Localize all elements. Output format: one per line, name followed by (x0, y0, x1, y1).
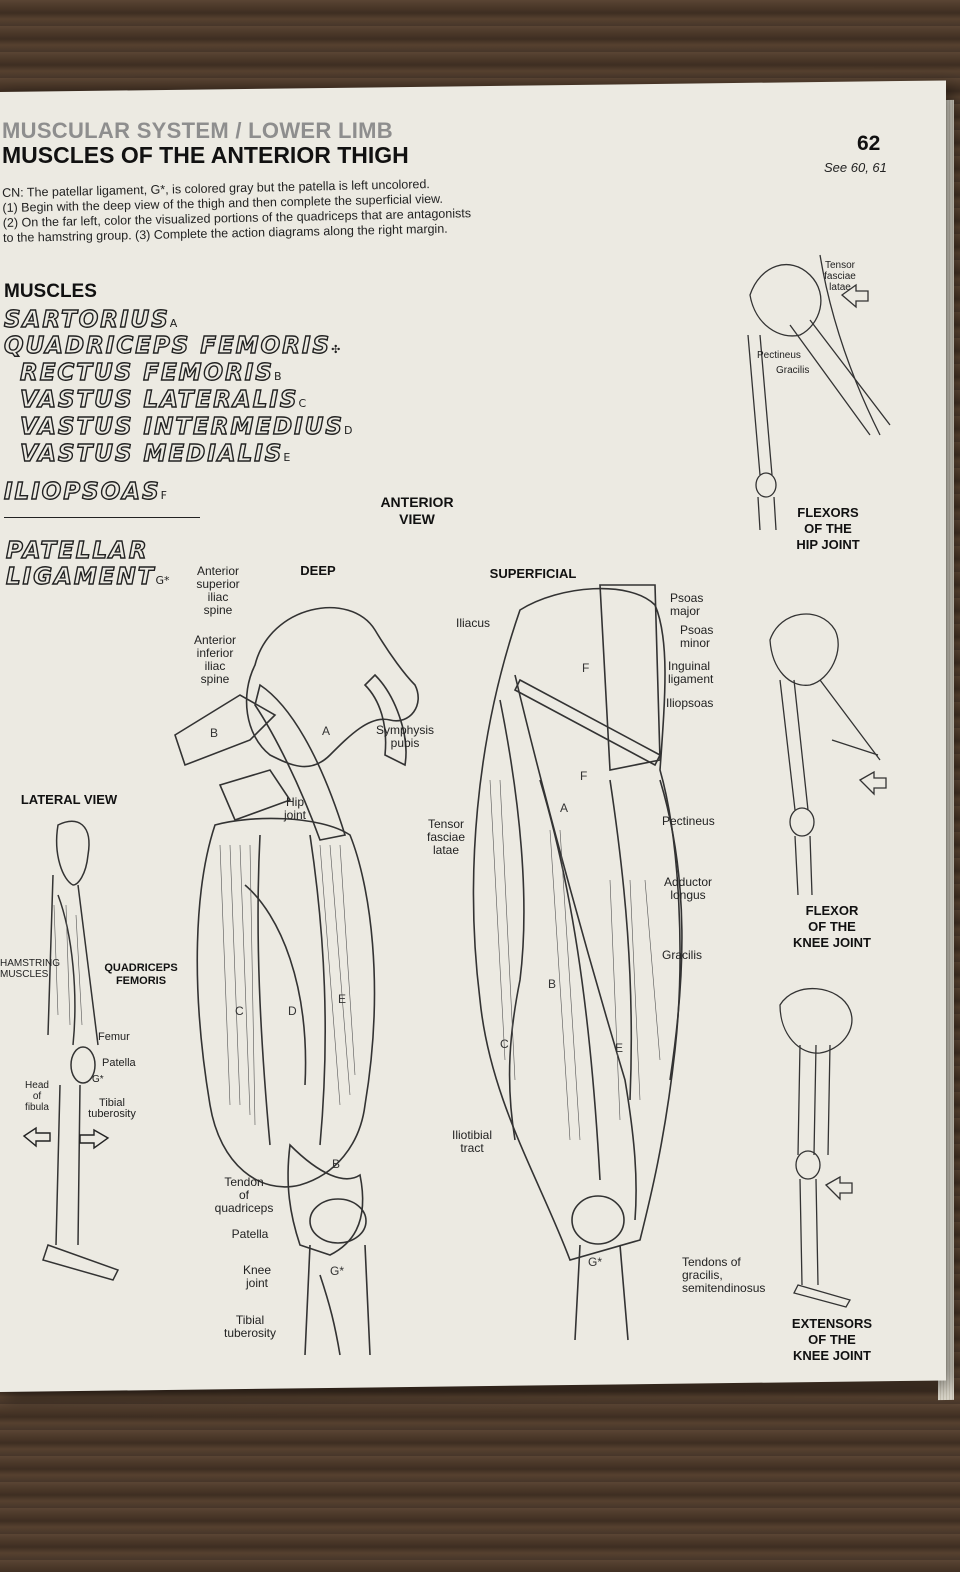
label-femur: Femur (98, 1031, 130, 1043)
deep-view-heading: DEEP (300, 563, 336, 578)
label-quadriceps-femoris: QUADRICEPS FEMORIS (104, 962, 178, 987)
label-gracilis-hip: Gracilis (776, 365, 810, 376)
label-adductor-longus: Adductor longus (663, 875, 713, 902)
anterior-view-heading: ANTERIOR VIEW (380, 494, 454, 527)
superficial-view-heading: SUPERFICIAL (489, 566, 577, 581)
label-iliotibial-tract: Iliotibial tract (451, 1128, 493, 1155)
label-psoas-major: Psoas major (670, 591, 704, 618)
caption-knee-extensors: EXTENSORS OF THE KNEE JOINT (791, 1316, 873, 1363)
svg-text:E: E (615, 1041, 623, 1055)
lateral-view-illustration (42, 820, 120, 1281)
coloring-instructions: CN: The patellar ligament, G*, is colore… (2, 176, 483, 246)
label-tensor-fasciae-latae: Tensor fasciae latae (426, 817, 466, 857)
svg-text:E: E (338, 992, 346, 1006)
label-g-star-lateral: G* (92, 1074, 104, 1085)
svg-text:F: F (580, 769, 587, 783)
svg-text:A: A (560, 801, 568, 815)
section-title: MUSCULAR SYSTEM / LOWER LIMB (2, 118, 393, 143)
caption-hip-flexors: FLEXORS OF THE HIP JOINT (796, 505, 860, 552)
label-tendon-quadriceps: Tendon of quadriceps (214, 1175, 274, 1215)
page-title: MUSCLES OF THE ANTERIOR THIGH (2, 142, 409, 168)
svg-text:C: C (500, 1037, 509, 1051)
muscle-title-vastus-medialis: VASTUS MEDIALISE (19, 440, 291, 467)
label-gracilis: Gracilis (662, 948, 703, 962)
caption-knee-flexor: FLEXOR OF THE KNEE JOINT (792, 903, 871, 950)
svg-text:F: F (582, 661, 589, 675)
label-tendons-gracilis-semitendinosus: Tendons of gracilis, semitendinosus (682, 1255, 766, 1295)
knee-flexor-diagram (769, 613, 887, 896)
svg-text:A: A (322, 724, 330, 738)
svg-text:B: B (548, 977, 556, 991)
label-hamstring-muscles: HAMSTRING MUSCLES (0, 958, 60, 980)
label-tibial-tuberosity: Tibial tuberosity (223, 1313, 277, 1340)
patellar-title-line2: LIGAMENTG* (5, 563, 170, 590)
svg-text:D: D (288, 1004, 297, 1018)
label-pectineus: Pectineus (662, 814, 715, 828)
label-knee-joint: Knee joint (242, 1263, 272, 1290)
label-hip-joint: Hip joint (283, 795, 306, 822)
label-patella-lateral: Patella (102, 1057, 136, 1069)
lateral-view-heading: LATERAL VIEW (20, 792, 118, 807)
label-symphysis-pubis: Symphysis pubis (375, 723, 434, 750)
svg-text:G*: G* (588, 1255, 602, 1269)
label-asis: Anterior superior iliac spine (196, 564, 240, 617)
arrow-icon-pair (22, 1126, 110, 1150)
muscles-heading: MUSCLES (4, 281, 97, 302)
svg-text:C: C (235, 1004, 244, 1018)
label-inguinal-ligament: Inguinal ligament (668, 659, 714, 686)
section-divider (4, 517, 200, 518)
muscle-title-iliopsoas: ILIOPSOASF (3, 478, 167, 505)
muscle-title-sartorius: SARTORIUSA (3, 306, 178, 333)
label-head-of-fibula: Head of fibula (25, 1080, 49, 1113)
label-iliacus: Iliacus (456, 616, 491, 630)
label-pectineus-hip: Pectineus (757, 350, 801, 361)
svg-text:B: B (332, 1157, 340, 1171)
label-patella: Patella (231, 1227, 269, 1241)
muscle-title-rectus-femoris: RECTUS FEMORISB (19, 359, 282, 386)
svg-text:G*: G* (330, 1264, 344, 1278)
muscle-title-vastus-intermedius: VASTUS INTERMEDIUSD (19, 413, 353, 440)
label-psoas-minor: Psoas minor (680, 623, 714, 650)
deep-view-illustration: B A C D E B G* (174, 606, 419, 1356)
label-tibial-tuberosity-lateral: Tibial tuberosity (88, 1097, 136, 1120)
patellar-title-line1: PATELLAR (5, 537, 149, 564)
knee-extensors-diagram (779, 987, 853, 1308)
label-aiis: Anterior inferior iliac spine (193, 633, 237, 686)
superficial-view-illustration: F F A B C E G* (472, 584, 683, 1341)
hip-flexors-diagram (747, 254, 891, 531)
svg-text:B: B (210, 726, 218, 740)
see-also-reference: See 60, 61 (824, 160, 887, 175)
muscle-title-vastus-lateralis: VASTUS LATERALISC (19, 386, 307, 413)
label-iliopsoas: Iliopsoas (666, 696, 714, 710)
label-tensor-hip: Tensor fasciae latae (824, 260, 856, 293)
muscle-title-quadriceps: QUADRICEPS FEMORIS✣ (3, 332, 341, 359)
page-number: 62 (857, 132, 881, 155)
